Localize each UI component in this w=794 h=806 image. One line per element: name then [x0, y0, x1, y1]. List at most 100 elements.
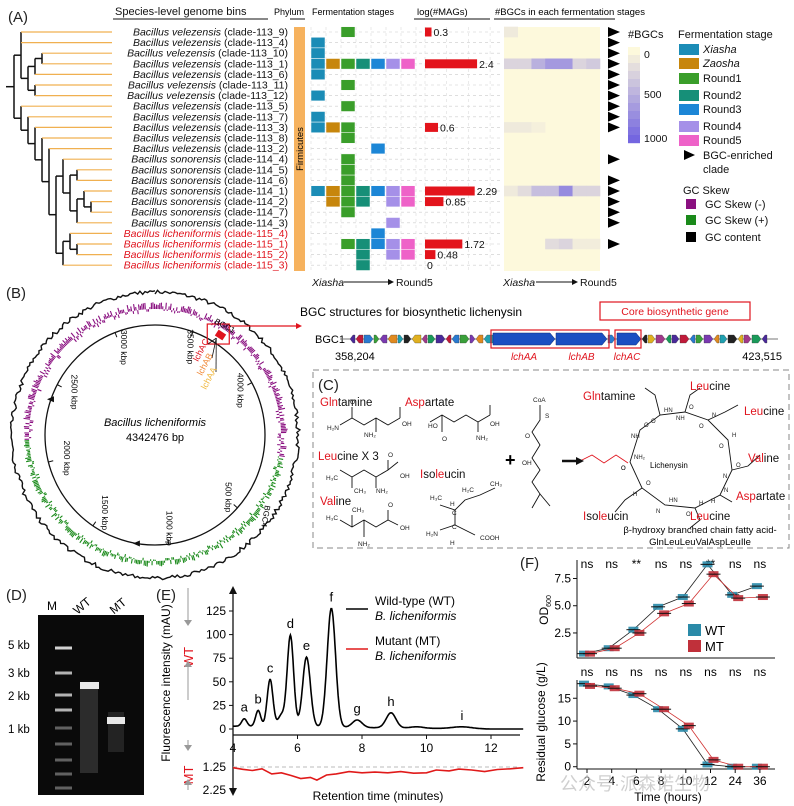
gc-skew-positive	[239, 528, 244, 533]
heatmap-cell	[545, 238, 560, 250]
mags-bar	[425, 59, 478, 69]
gc-skew-negative	[267, 374, 273, 379]
gc-skew-negative	[126, 305, 130, 312]
colorbar-step	[628, 71, 640, 80]
gene-arrow	[665, 334, 672, 344]
gc-skew-negative	[62, 339, 68, 346]
peak-label: g	[354, 701, 361, 716]
gc-skew-negative	[275, 410, 279, 413]
x-tick-label: 8	[658, 774, 665, 788]
gc-skew-positive	[43, 499, 48, 503]
label-part: I	[420, 469, 423, 481]
gc-skew-positive	[64, 521, 68, 524]
direction-arrow-icon	[46, 396, 54, 403]
legend-swatch	[679, 90, 699, 101]
x-tick-label: 12	[704, 774, 718, 788]
gc-skew-positive	[275, 471, 280, 474]
atom-label: H	[633, 492, 637, 498]
gc-skew-positive	[231, 534, 235, 538]
chemical-bond	[339, 461, 399, 478]
bgc-enriched-triangle-icon	[608, 217, 620, 228]
ladder-band	[55, 772, 72, 776]
core-gene-label: lchAB	[568, 352, 594, 363]
gene-arrow	[607, 334, 616, 344]
gene-arrow	[719, 334, 728, 344]
clade-id: (clade-113_6)	[224, 69, 288, 81]
gc-skew-positive	[109, 549, 112, 553]
atom-label: OH	[400, 473, 410, 480]
chemical-bond	[439, 524, 476, 536]
gc-skew-positive	[275, 470, 280, 473]
axis-arrow-up-icon	[229, 586, 237, 594]
gc-skew-negative	[257, 365, 261, 368]
gc-skew-positive	[191, 555, 194, 561]
heatmap-cell	[572, 58, 587, 70]
heatmap-cell	[558, 238, 573, 250]
gc-skew-positive	[213, 545, 217, 550]
species-name: Bacillus velezensis	[133, 58, 224, 70]
gc-skew-positive	[75, 535, 80, 540]
label-part: cine	[709, 381, 730, 393]
gc-skew-negative	[33, 384, 39, 388]
heatmap-cell	[517, 58, 532, 70]
gc-skew-positive	[219, 539, 222, 543]
gc-skew-positive	[274, 474, 279, 477]
gc-skew-negative	[262, 367, 266, 371]
gc-skew-negative	[192, 309, 196, 315]
atom-label: N	[723, 474, 727, 480]
gc-skew-negative	[249, 348, 255, 353]
label-part: Leu	[318, 451, 337, 463]
gc-skew-negative	[233, 337, 236, 340]
arrow-head-icon	[388, 279, 394, 285]
gc-skew-positive	[130, 558, 133, 564]
stage-cell-round4	[385, 238, 401, 250]
watermark: 公众号·派森诺生物	[560, 774, 710, 794]
legend-label: Round2	[703, 90, 742, 102]
panel-label-e: (E)	[156, 587, 176, 604]
clade-id: (clade-114_4)	[224, 154, 288, 166]
header-mags: log(#MAGs)	[417, 7, 468, 18]
gc-skew-negative	[92, 318, 96, 325]
gc-skew-negative	[169, 303, 172, 311]
mags-value: 0	[427, 260, 433, 272]
gc-skew-positive	[188, 556, 191, 560]
gc-skew-negative	[213, 320, 216, 325]
stage-cell-round3	[370, 58, 386, 70]
gc-skew-positive	[94, 543, 96, 546]
gc-skew-negative	[121, 309, 124, 314]
bgc4-label: BGC4	[259, 505, 272, 529]
gc-skew-negative	[276, 398, 282, 402]
gc-skew-negative	[28, 394, 36, 398]
gc-skew-negative	[28, 402, 33, 405]
legend-swatch	[679, 121, 699, 132]
gc-skew-negative	[263, 369, 267, 372]
bgc-enriched-triangle-icon	[608, 90, 620, 101]
atom-label: H₃C	[326, 475, 338, 482]
x-tick-label: 36	[753, 774, 767, 788]
gene-arrow	[689, 334, 696, 344]
gc-skew-positive	[48, 500, 53, 504]
gc-skew-positive	[174, 559, 177, 565]
gc-skew-positive	[276, 465, 284, 469]
stage-legend: XiashaZaoshaRound1Round2Round3Round4Roun…	[679, 44, 742, 147]
ladder-band	[55, 726, 72, 730]
clade-id: (clade-113_2)	[224, 143, 288, 155]
stage-legend-title: Fermentation stage	[678, 29, 773, 41]
gc-skew-positive	[274, 472, 281, 476]
genome-bin-label: Bacillus sonorensis (clade-114_3)	[131, 217, 288, 229]
y-tick-label: 5.0	[554, 599, 571, 613]
gc-skew-positive	[57, 514, 60, 516]
gc-skew-negative	[277, 404, 284, 408]
core-gene-label: Core biosynthetic gene	[621, 306, 729, 318]
gc-skew-positive	[252, 513, 259, 519]
y-tick-label: 5	[564, 737, 571, 751]
significance-label: ns	[581, 665, 594, 679]
series-line-wt	[583, 563, 758, 655]
genome-bin-label: Bacillus velezensis (clade-113_5)	[133, 101, 288, 113]
atom-label: S	[545, 413, 550, 420]
gc-skew-negative	[199, 317, 203, 322]
arrow-down-icon	[184, 620, 192, 626]
heatmap-cell	[531, 58, 546, 70]
gc-skew-negative	[229, 330, 232, 334]
